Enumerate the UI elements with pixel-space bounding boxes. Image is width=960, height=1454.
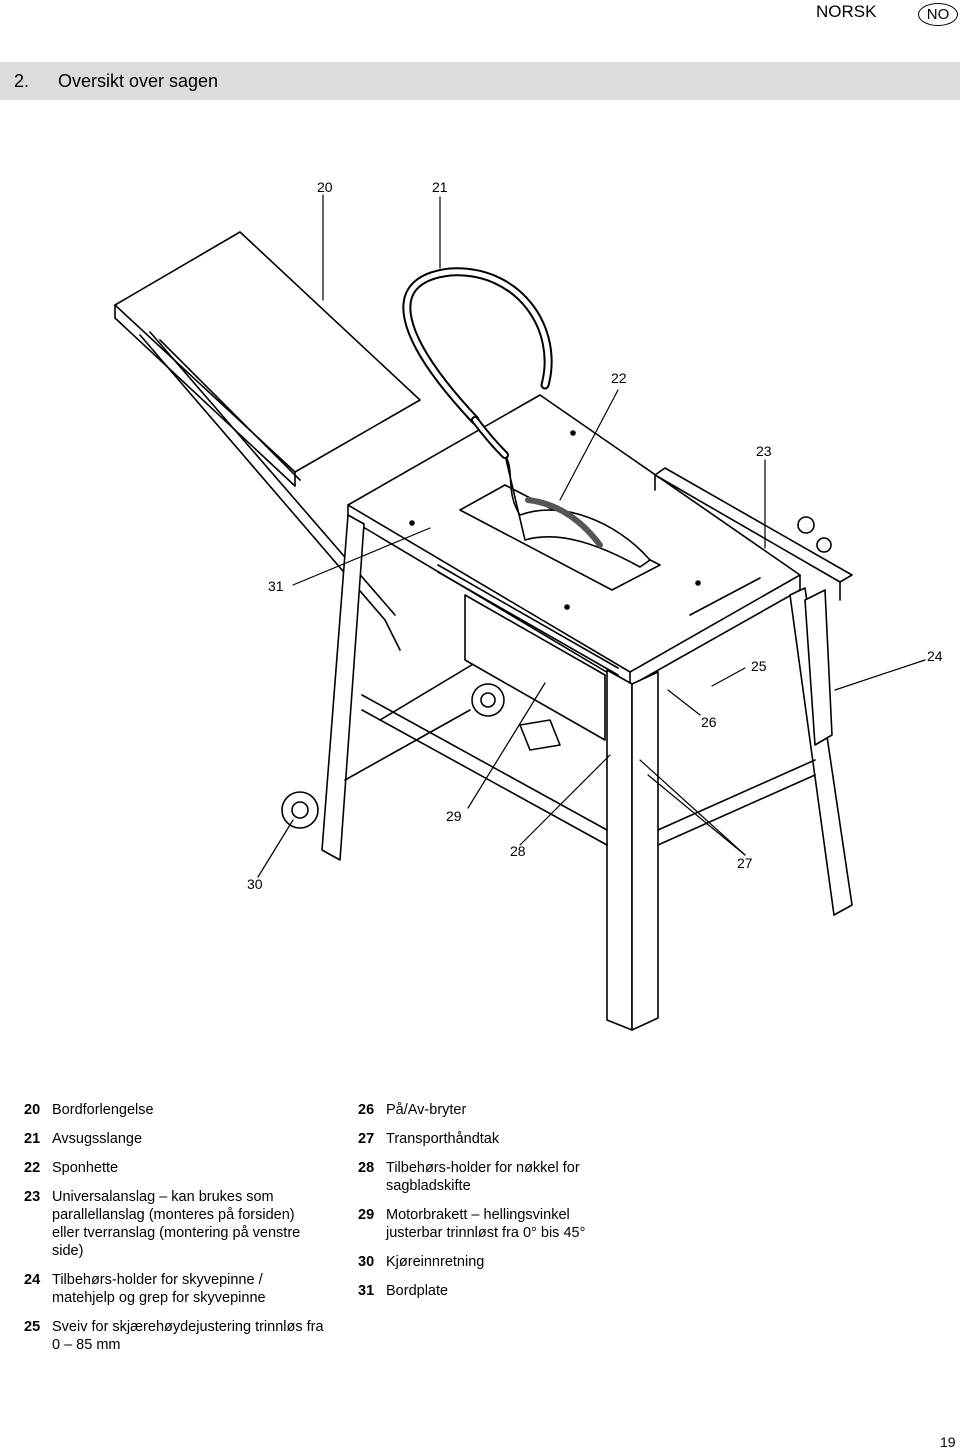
page-number: 19: [940, 1434, 956, 1450]
legend-text: Bordplate: [386, 1283, 449, 1299]
legend-text: Tilbehørs-holder for skyvepinne / matehj…: [52, 1272, 266, 1306]
lower-frame-drawing: [344, 659, 816, 846]
legend-number: 22: [24, 1160, 41, 1176]
legend-item: 23 Universalanslag – kan brukes som paral…: [24, 1188, 324, 1260]
legend-text: Sveiv for skjærehøydejustering trinnløs …: [52, 1319, 324, 1353]
callout-20: 20: [317, 179, 333, 195]
blade-guard-drawing: [402, 267, 651, 568]
fence-drawing: [437, 467, 853, 676]
section-title: Oversikt over sagen: [58, 71, 219, 91]
callout-labels: 20 21 22 23 24 25 26 27 28 29 30 31: [247, 179, 943, 892]
legend-number: 25: [24, 1319, 41, 1335]
legend-text: Motorbrakett – hellingsvinkel justerbar …: [386, 1207, 586, 1241]
legend-number: 26: [358, 1102, 375, 1118]
legs-drawing: [321, 514, 853, 1031]
legend-number: 27: [358, 1131, 375, 1147]
legend-right: 26 På/Av-bryter 27 Transporthåndtak 28 Tilb…: [358, 1101, 628, 1311]
legend-number: 28: [358, 1160, 375, 1176]
legend-item: 31 Bordplate: [358, 1282, 628, 1300]
legend-text: Transporthåndtak: [386, 1131, 500, 1147]
wheels-drawing: [281, 683, 505, 829]
legend-text: Tilbehørs-holder for nøkkel for sagblads…: [386, 1160, 580, 1194]
legend-item: 30 Kjøreinnretning: [358, 1253, 628, 1271]
legend-number: 31: [358, 1283, 375, 1299]
legend-number: 29: [358, 1207, 375, 1223]
legend-item: 28 Tilbehørs-holder for nøkkel for sagbla…: [358, 1159, 628, 1195]
callout-27: 27: [737, 855, 753, 871]
callout-26: 26: [701, 714, 717, 730]
legend-left: 20 Bordforlengelse 21 Avsugsslange 22 Sponh…: [24, 1101, 324, 1365]
legend-number: 24: [24, 1272, 41, 1288]
legend-number: 30: [358, 1254, 375, 1270]
legend-item: 20 Bordforlengelse: [24, 1101, 324, 1119]
leader-lines: [257, 194, 926, 878]
legend-text: Avsugsslange: [52, 1131, 143, 1147]
callout-31: 31: [268, 578, 284, 594]
legend-number: 23: [24, 1189, 41, 1205]
callout-25: 25: [751, 658, 767, 674]
legend-number: 20: [24, 1102, 41, 1118]
legend-item: 22 Sponhette: [24, 1159, 324, 1177]
legend-item: 27 Transporthåndtak: [358, 1130, 628, 1148]
legend-text: Sponhette: [52, 1160, 119, 1176]
language-badge: NO: [918, 3, 958, 26]
table-extension-drawing: [114, 231, 421, 651]
section-number: 2.: [14, 71, 30, 91]
legend-number: 21: [24, 1131, 41, 1147]
legend-item: 29 Motorbrakett – hellingsvinkel justerba…: [358, 1206, 628, 1242]
legend-item: 21 Avsugsslange: [24, 1130, 324, 1148]
section-header: 2. Oversikt over sagen: [0, 62, 960, 100]
callout-23: 23: [756, 443, 772, 459]
callout-22: 22: [611, 370, 627, 386]
legend-text: Kjøreinnretning: [386, 1254, 485, 1270]
motor-drawing: [464, 594, 606, 751]
legend-text: Universalanslag – kan brukes som paralle…: [52, 1189, 301, 1259]
legend-text: Bordforlengelse: [52, 1102, 154, 1118]
language-label: NORSK: [816, 2, 877, 21]
callout-28: 28: [510, 843, 526, 859]
legend-item: 24 Tilbehørs-holder for skyvepinne / mate…: [24, 1271, 324, 1307]
callout-21: 21: [432, 179, 448, 195]
legend-item: 26 På/Av-bryter: [358, 1101, 628, 1119]
legend-item: 25 Sveiv for skjærehøydejustering trinnlø…: [24, 1318, 324, 1354]
callout-29: 29: [446, 808, 462, 824]
callout-30: 30: [247, 876, 263, 892]
callout-24: 24: [927, 648, 943, 664]
legend-text: På/Av-bryter: [386, 1102, 467, 1118]
